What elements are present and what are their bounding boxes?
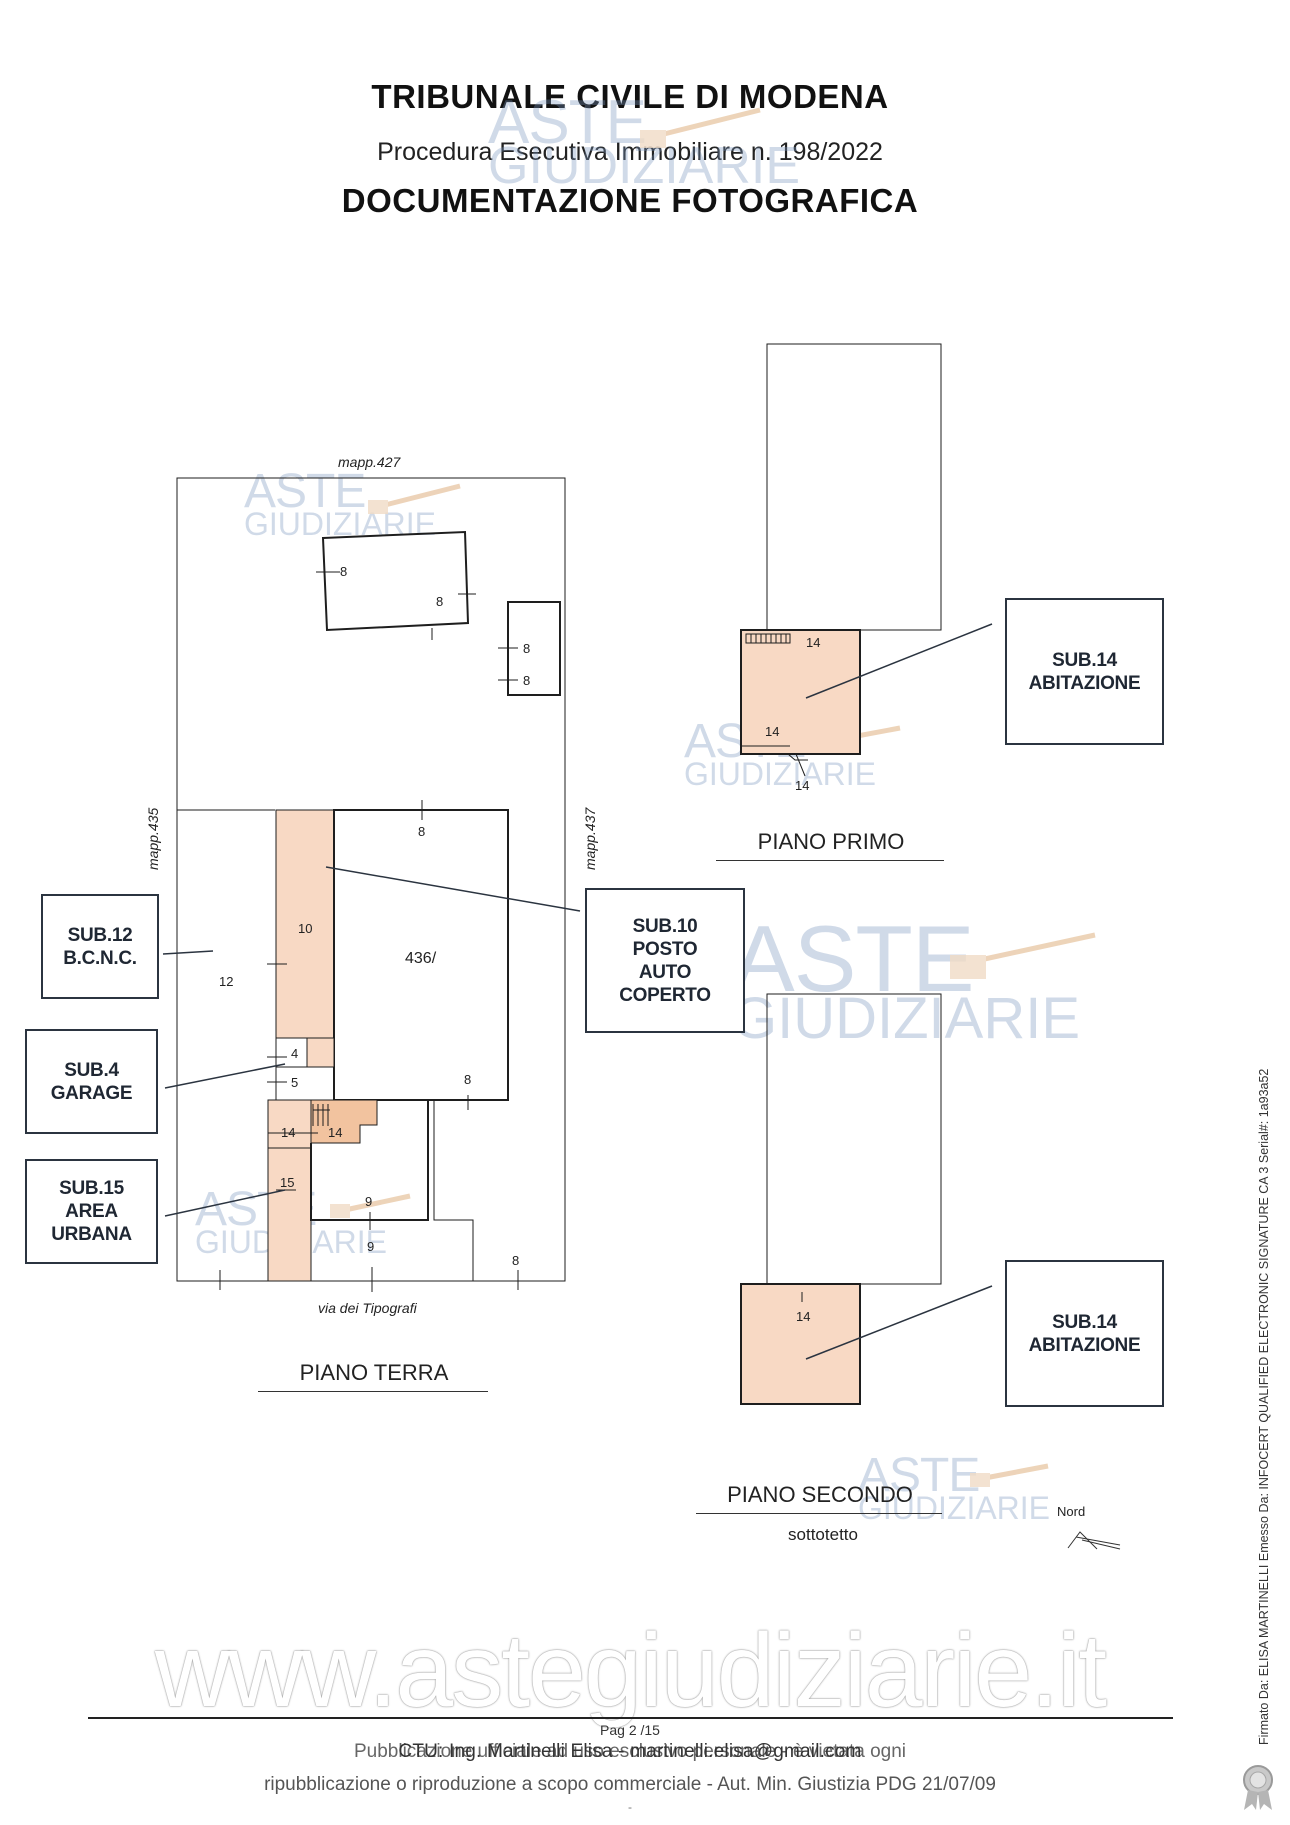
footer-disclaimer-line1: Pubblicazione ufficiale ad uso esclusivo… (353, 1741, 907, 1762)
second-floor-plan (740, 993, 993, 1405)
label-5: 5 (291, 1075, 298, 1090)
ground-floor-caption: PIANO TERRA (299, 1360, 449, 1385)
label-9: 9 (365, 1194, 372, 1209)
label-9: 9 (367, 1239, 374, 1254)
mapp-left-label: mapp.435 (145, 808, 161, 870)
mapp-right-label: mapp.437 (582, 807, 598, 870)
aste-watermark-second: ASTE GIUDIZIARIE (858, 1449, 1051, 1526)
first-floor-plan (740, 343, 993, 777)
label-14: 14 (281, 1125, 295, 1140)
label-8: 8 (523, 641, 530, 656)
second-floor-caption: PIANO SECONDO (727, 1482, 913, 1507)
parcel-number: 436/ (405, 950, 437, 967)
aste-watermark-ground: ASTE GIUDIZIARIE (244, 465, 437, 542)
footer-dash: - (628, 1800, 632, 1814)
street-label: via dei Tipografi (318, 1300, 418, 1316)
second-floor-caption-line (696, 1513, 942, 1514)
label-14: 14 (806, 635, 820, 650)
north-label: Nord (1057, 1504, 1085, 1519)
second-floor-subcaption: sottotetto (788, 1525, 858, 1544)
label-14: 14 (795, 778, 809, 793)
footer-rule (88, 1717, 1173, 1719)
label-10: 10 (298, 921, 312, 936)
first-floor-caption-line (716, 860, 944, 861)
document-title: DOCUMENTAZIONE FOTOGRAFICA (341, 182, 919, 219)
footer-ctu-line: CTU: Ing. Martinelli Elisa - martinelli.… (398, 1741, 862, 1762)
ground-floor-caption-line (258, 1391, 488, 1392)
page-title: TRIBUNALE CIVILE DI MODENA (371, 78, 889, 115)
label-8: 8 (512, 1253, 519, 1268)
label-8: 8 (464, 1072, 471, 1087)
footer-disclaimer-line2: ripubblicazione o riproduzione a scopo c… (264, 1774, 996, 1795)
mapp-top-label: mapp.427 (338, 454, 401, 470)
ground-floor-plan (162, 477, 581, 1292)
signature-seal-icon (1243, 1765, 1273, 1810)
aste-watermark-center: ASTE GIUDIZIARIE (732, 906, 1081, 1051)
digital-signature-text: Firmato Da: ELISA MARTINELLI Emesso Da: … (1257, 1068, 1271, 1745)
page-number: Pag 2 /15 (600, 1722, 660, 1738)
label-8: 8 (436, 594, 443, 609)
label-15: 15 (280, 1175, 294, 1190)
label-8: 8 (418, 824, 425, 839)
label-4: 4 (291, 1046, 298, 1061)
aste-watermark-header: ASTE GIUDIZIARIE (488, 88, 801, 195)
procedure-subtitle: Procedura Esecutiva Immobiliare n. 198/2… (377, 138, 883, 166)
label-8: 8 (340, 564, 347, 579)
first-floor-caption: PIANO PRIMO (757, 829, 905, 854)
label-14: 14 (765, 724, 779, 739)
label-14: 14 (328, 1125, 342, 1140)
north-arrow-icon (1067, 1531, 1121, 1550)
label-12: 12 (219, 974, 233, 989)
gavel-icon (330, 107, 1096, 1487)
label-8: 8 (523, 673, 530, 688)
url-watermark: www.astegiudiziarie.it (154, 1613, 1107, 1729)
label-14: 14 (796, 1309, 810, 1324)
